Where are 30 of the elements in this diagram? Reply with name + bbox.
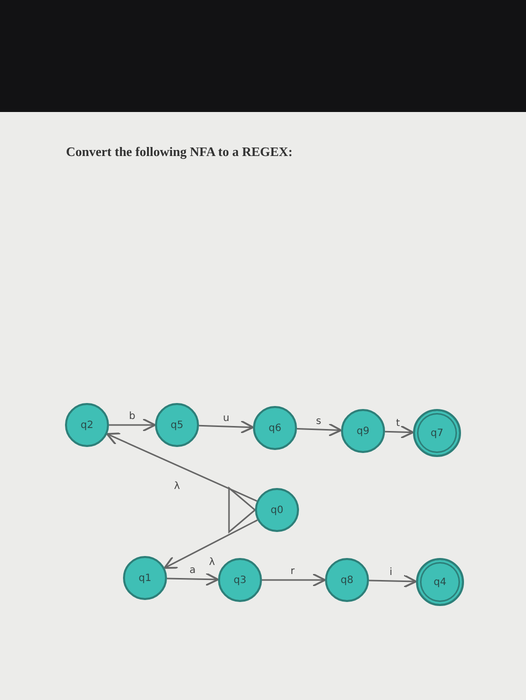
transition-arrow: [106, 432, 258, 502]
transition-arrow: [384, 425, 414, 439]
transition-arrow: [262, 573, 326, 587]
edge-label: b: [129, 412, 136, 422]
state-label: q3: [234, 574, 246, 586]
state-label: q2: [80, 420, 94, 430]
transition-arrow: [166, 572, 219, 586]
transition-arrow: [109, 418, 156, 432]
state-label: q7: [430, 428, 444, 438]
state-label: q4: [434, 576, 446, 588]
state-label: q9: [356, 426, 370, 436]
edge-label: λ: [209, 558, 215, 568]
edge-label: λ: [174, 482, 180, 492]
transition-arrow: [296, 422, 342, 437]
transition-arrow: [368, 574, 417, 588]
state-label: q1: [138, 572, 152, 584]
transition-arrow: [164, 519, 258, 569]
start-arrow: [228, 486, 256, 534]
title: Convert the following NFA to a REGEX:: [66, 144, 293, 160]
state-label: q8: [340, 574, 354, 586]
state-label: q6: [268, 422, 282, 434]
transition-arrow: [198, 420, 254, 434]
edge-label: i: [390, 568, 392, 578]
edge-label: r: [290, 567, 295, 577]
edge-label: s: [316, 416, 322, 426]
state-label: q5: [170, 420, 184, 430]
edge-label: t: [396, 418, 400, 429]
state-label: q0: [270, 504, 284, 516]
edge-label: a: [190, 566, 196, 576]
edge-label: u: [223, 414, 230, 424]
